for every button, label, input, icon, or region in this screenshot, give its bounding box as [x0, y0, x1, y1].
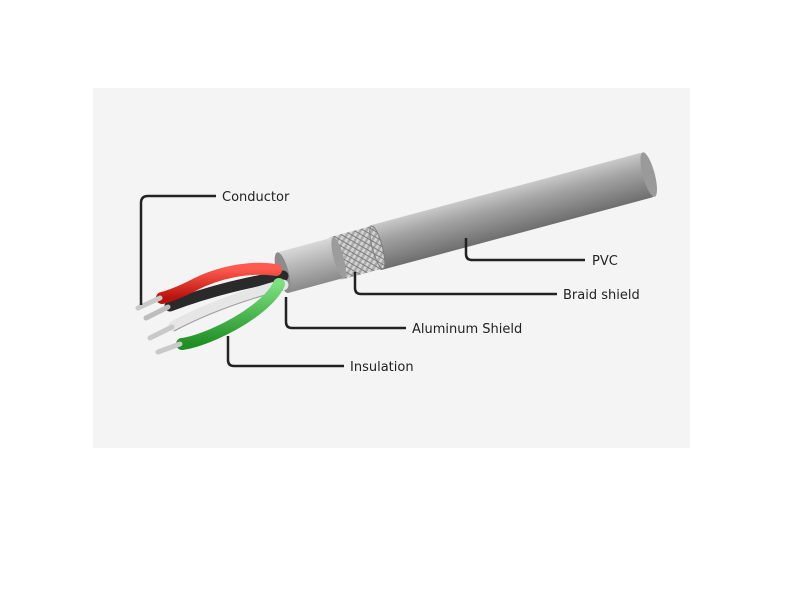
conductor-red	[135, 295, 163, 311]
conductor-label: Conductor	[222, 190, 290, 205]
background-panel	[93, 88, 690, 448]
insulation-label: Insulation	[350, 360, 414, 375]
aluminum-shield-label: Aluminum Shield	[412, 322, 522, 337]
conductor-white	[147, 324, 175, 341]
green-wire	[176, 278, 285, 350]
aluminum-shield-leader	[284, 297, 406, 330]
pvc-label: PVC	[592, 254, 618, 269]
wires	[135, 262, 289, 355]
braid-shield-label: Braid shield	[563, 288, 640, 303]
aluminum-shield-edge	[331, 237, 346, 278]
leader-lines	[139, 194, 585, 368]
conductor-green	[155, 341, 183, 355]
pvc-jacket-end	[640, 152, 658, 197]
insulation-leader	[226, 336, 344, 368]
aluminum-shield	[277, 237, 345, 293]
red-wire	[156, 262, 282, 304]
pvc-leader	[464, 238, 585, 262]
black-wire	[164, 270, 289, 312]
braid-shield-leader	[353, 272, 557, 296]
pvc-jacket	[368, 153, 654, 270]
conductor-black	[143, 304, 171, 321]
conductor-leader	[139, 194, 216, 305]
braid-shield-edge	[369, 225, 386, 270]
